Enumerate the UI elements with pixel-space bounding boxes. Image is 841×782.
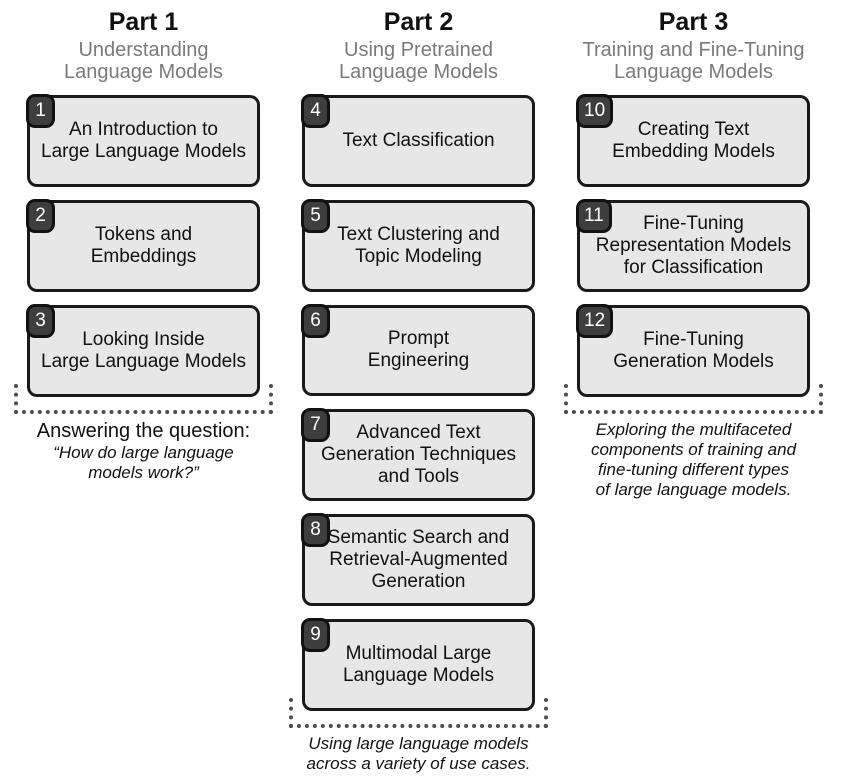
chapter-title: Text Clustering and Topic Modeling [337, 223, 500, 267]
part-title: Part 3 [658, 8, 729, 36]
chapter-title: Tokens and Embeddings [90, 223, 197, 267]
chapter-box-4: 4 Text Classification [301, 93, 535, 187]
caption-italic: Using large language models across a var… [306, 733, 531, 773]
part-2-caption: Using large language models across a var… [289, 734, 548, 774]
caption-italic: “How do large language models work?” [53, 443, 234, 483]
chapter-number-badge: 7 [301, 408, 330, 443]
chapter-title: Fine-Tuning Representation Models for Cl… [595, 212, 792, 279]
chapter-number-badge: 11 [576, 199, 612, 233]
scope-bracket [14, 384, 273, 414]
chapter-title: An Introduction to Large Language Models [41, 118, 246, 162]
chapter-box-6: 6 Prompt Engineering [301, 303, 535, 397]
chapter-box-11: 11 Fine-Tuning Representation Models for… [576, 199, 810, 292]
chapter-box-1: 1 An Introduction to Large Language Mode… [26, 94, 260, 187]
chapter-number-badge: 1 [26, 94, 55, 128]
chapter-box-3: 3 Looking Inside Large Language Models [26, 304, 260, 397]
chapter-box-9: 9 Multimodal Large Language Models [301, 618, 535, 711]
part-subtitle: Using Pretrained Language Models [338, 39, 498, 84]
chapter-box-12: 12 Fine-Tuning Generation Models [576, 304, 810, 397]
chapter-title: Prompt Engineering [367, 328, 470, 372]
chapter-box-2: 2 Tokens and Embeddings [26, 199, 260, 292]
part-3-header: Part 3 Training and Fine-Tuning Language… [564, 8, 823, 95]
column-part-3: Part 3 Training and Fine-Tuning Language… [564, 8, 823, 774]
part-title: Part 2 [383, 8, 454, 36]
caption-italic: Exploring the multifaceted components of… [590, 420, 797, 500]
chapter-title: Creating Text Embedding Models [612, 118, 775, 162]
chapter-title: Advanced Text Generation Techniques and … [320, 422, 517, 488]
caption-lead: Answering the question: [36, 420, 251, 442]
chapter-number-badge: 10 [576, 94, 614, 128]
chapter-number-badge: 9 [301, 618, 330, 653]
part-2-header: Part 2 Using Pretrained Language Models [289, 8, 548, 95]
chapter-box-7: 7 Advanced Text Generation Techniques an… [301, 408, 535, 502]
chapter-number-badge: 2 [26, 199, 55, 233]
chapter-number-badge: 12 [576, 304, 614, 338]
chapter-title: Text Classification [342, 129, 495, 151]
part-title: Part 1 [108, 8, 179, 36]
part-subtitle: Training and Fine-Tuning Language Models [582, 39, 805, 84]
chapter-title: Fine-Tuning Generation Models [613, 328, 774, 372]
column-part-1: Part 1 Understanding Language Models 1 A… [14, 8, 273, 774]
chapter-title: Looking Inside Large Language Models [41, 328, 246, 372]
chapter-title: Semantic Search and Retrieval-Augmented … [327, 527, 510, 593]
part-3-caption: Exploring the multifaceted components of… [564, 420, 823, 500]
part-1-caption: Answering the question: “How do large la… [14, 420, 273, 483]
scope-bracket [564, 384, 823, 414]
chapter-number-badge: 3 [26, 304, 55, 338]
chapter-number-badge: 5 [301, 198, 330, 233]
column-part-2: Part 2 Using Pretrained Language Models … [289, 8, 548, 774]
chapter-number-badge: 6 [301, 303, 330, 338]
part-subtitle: Understanding Language Models [63, 39, 223, 84]
chapter-box-10: 10 Creating Text Embedding Models [576, 94, 810, 187]
chapter-title: Multimodal Large Language Models [342, 642, 495, 686]
chapter-number-badge: 8 [301, 513, 330, 548]
chapter-number-badge: 4 [301, 93, 330, 128]
chapter-box-5: 5 Text Clustering and Topic Modeling [301, 198, 535, 292]
chapter-box-8: 8 Semantic Search and Retrieval-Augmente… [301, 513, 535, 607]
part-1-header: Part 1 Understanding Language Models [14, 8, 273, 95]
scope-bracket [289, 697, 548, 728]
